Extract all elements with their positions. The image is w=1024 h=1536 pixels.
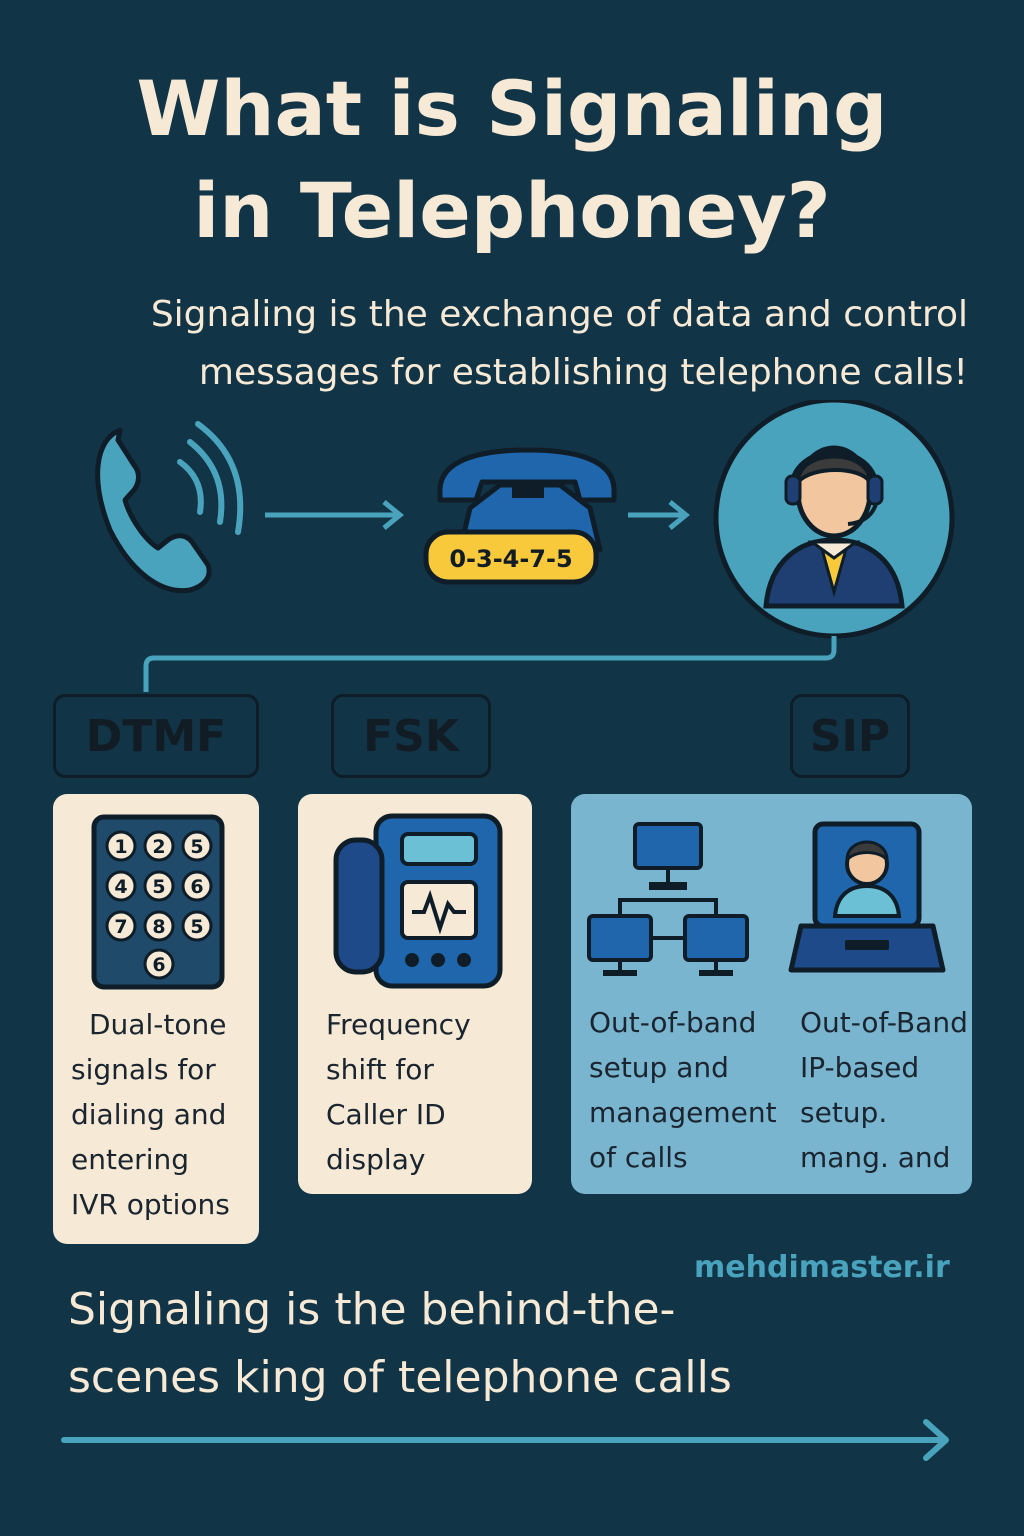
fsk-description: Frequency shift for Caller ID display	[326, 1008, 471, 1176]
keypad-key: 4	[105, 870, 137, 902]
keypad-key: 8	[143, 910, 175, 942]
svg-text:5: 5	[190, 836, 203, 858]
badge-dtmf-label: DTMF	[85, 710, 227, 762]
card-dtmf: 1 2 5 4 5 6 7 8 5 6 Dual-tone signals for dialing…	[53, 794, 259, 1244]
keypad-key: 5	[143, 870, 175, 902]
keypad-key: 5	[181, 830, 213, 862]
svg-text:4: 4	[114, 876, 127, 898]
dtmf-description: Dual-tone signals for dialing and enteri…	[71, 1008, 230, 1221]
sip-description: Out-of-band setup and management of call…	[589, 1006, 777, 1174]
page-title: What is Signaling in Telephoney?	[0, 58, 1024, 262]
keypad-key: 6	[143, 948, 175, 980]
svg-text:7: 7	[114, 916, 127, 938]
keypad-key: 1	[105, 830, 137, 862]
badge-sip-label: SIP	[809, 710, 891, 762]
svg-text:5: 5	[152, 876, 165, 898]
footer-line-2: scenes king of telephone calls	[68, 1352, 732, 1403]
call-flow-diagram: 0-3-4-7-5	[95, 400, 955, 692]
laptop-user-icon	[788, 821, 946, 973]
connector-line	[143, 636, 837, 692]
svg-text:6: 6	[152, 954, 165, 976]
keypad-key: 7	[105, 910, 137, 942]
arrow-right-icon	[265, 500, 404, 530]
title-line-1: What is Signaling	[136, 64, 888, 153]
badge-fsk: FSK	[331, 694, 491, 778]
handset-icon	[95, 421, 244, 594]
svg-text:6: 6	[190, 876, 203, 898]
footer-tagline: Signaling is the behind-the- scenes king…	[68, 1276, 732, 1412]
badge-sip: SIP	[790, 694, 910, 778]
call-agent-icon	[713, 400, 955, 639]
svg-text:2: 2	[152, 836, 165, 858]
footer-line-1: Signaling is the behind-the-	[68, 1284, 676, 1335]
badge-fsk-label: FSK	[363, 710, 459, 762]
desk-phone-icon	[333, 813, 503, 989]
keypad-key: 6	[181, 870, 213, 902]
dialed-number-badge	[423, 529, 599, 585]
badge-dtmf: DTMF	[53, 694, 259, 778]
svg-text:1: 1	[114, 836, 127, 858]
sip-description-b: Out-of-Band IP-based setup. mang. and	[800, 1006, 968, 1174]
site-link[interactable]: mehdimaster.ir	[694, 1250, 950, 1285]
card-fsk: Frequency shift for Caller ID display	[298, 794, 532, 1194]
keypad-key: 5	[181, 910, 213, 942]
subtitle: Signaling is the exchange of data and co…	[88, 286, 968, 402]
title-line-2: in Telephoney?	[193, 166, 831, 255]
svg-text:5: 5	[190, 916, 203, 938]
card-sip: Out-of-band setup and management of call…	[571, 794, 972, 1194]
svg-text:8: 8	[152, 916, 165, 938]
dialed-number: 0-3-4-7-5	[449, 545, 572, 573]
subtitle-line-2: messages for establishing telephone call…	[198, 352, 968, 393]
network-icon	[587, 822, 749, 976]
arrow-right-icon	[628, 500, 690, 530]
keypad-key: 2	[143, 830, 175, 862]
subtitle-line-1: Signaling is the exchange of data and co…	[150, 294, 968, 335]
footer-arrow-icon	[61, 1419, 949, 1461]
keypad-icon: 1 2 5 4 5 6 7 8 5 6	[91, 814, 225, 990]
